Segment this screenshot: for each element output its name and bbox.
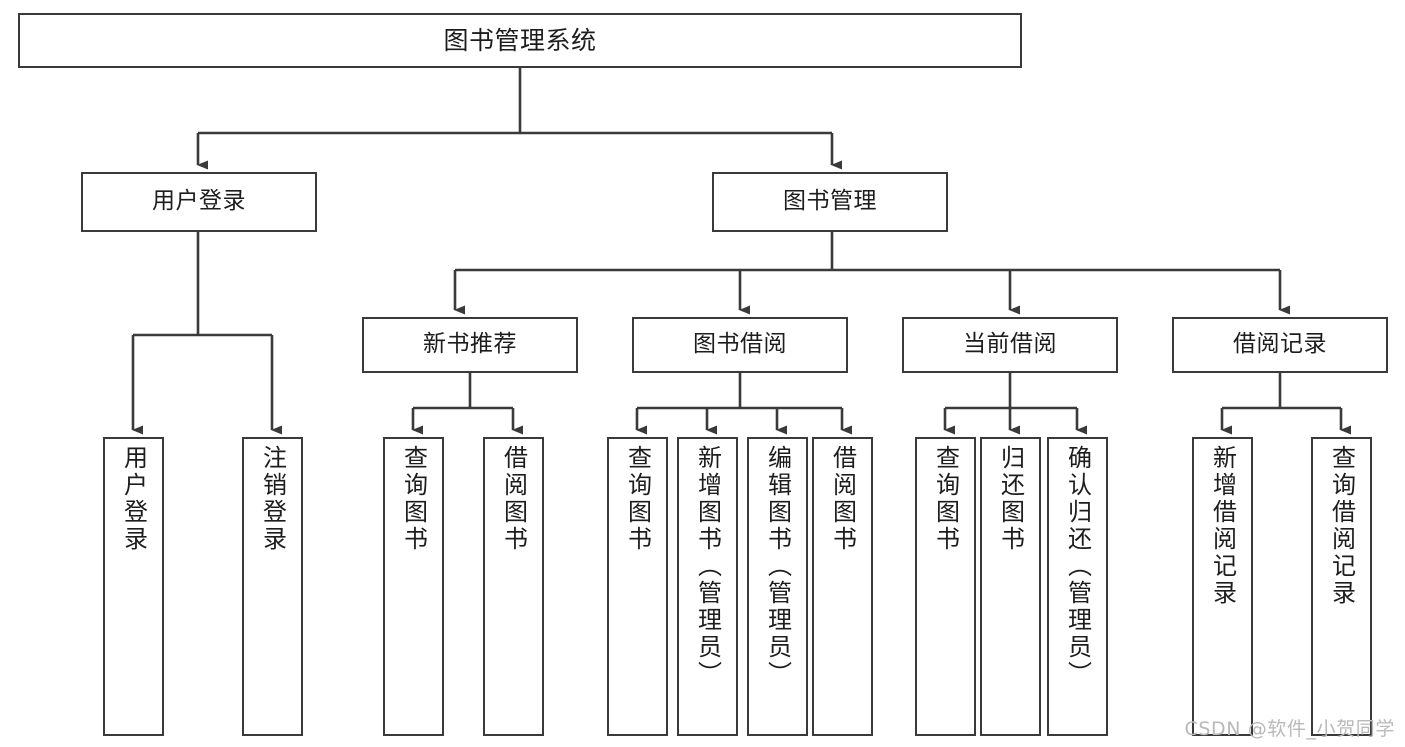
- leaf-query-book-current[interactable]: 查询图书: [915, 437, 976, 736]
- leaf-borrow-book[interactable]: 借阅图书: [812, 437, 873, 736]
- leaf-query-book-recommend[interactable]: 查询图书: [383, 437, 444, 736]
- node-label: 借阅图书: [828, 445, 857, 553]
- node-book-borrow[interactable]: 图书借阅: [632, 317, 848, 373]
- node-new-book-recommend[interactable]: 新书推荐: [362, 317, 578, 373]
- node-label: 新书推荐: [423, 331, 517, 358]
- node-label: 图书管理: [783, 188, 877, 215]
- node-label: 当前借阅: [963, 331, 1057, 358]
- node-borrow-record[interactable]: 借阅记录: [1172, 317, 1388, 373]
- node-label: 用户登录: [119, 445, 148, 553]
- leaf-borrow-book-recommend[interactable]: 借阅图书: [483, 437, 544, 736]
- node-current-borrow[interactable]: 当前借阅: [902, 317, 1118, 373]
- node-label: 查询借阅记录: [1327, 445, 1356, 607]
- node-user-login[interactable]: 用户登录: [81, 172, 317, 232]
- node-root-book-management-system[interactable]: 图书管理系统: [18, 13, 1022, 68]
- node-label: 图书管理系统: [443, 25, 597, 55]
- leaf-query-borrow-record[interactable]: 查询借阅记录: [1311, 437, 1372, 736]
- node-label: 借阅记录: [1233, 331, 1327, 358]
- node-label: 确认归还（管理员）: [1063, 445, 1092, 688]
- node-label: 新增图书（管理员）: [693, 445, 722, 688]
- node-label: 编辑图书（管理员）: [763, 445, 792, 688]
- node-label: 注销登录: [258, 445, 287, 553]
- node-label: 图书借阅: [693, 331, 787, 358]
- node-label: 查询图书: [623, 445, 652, 553]
- leaf-logout[interactable]: 注销登录: [242, 437, 303, 736]
- leaf-add-borrow-record[interactable]: 新增借阅记录: [1192, 437, 1253, 736]
- node-book-management[interactable]: 图书管理: [712, 172, 948, 232]
- node-label: 归还图书: [996, 445, 1025, 553]
- node-label: 查询图书: [931, 445, 960, 553]
- leaf-edit-book-admin[interactable]: 编辑图书（管理员）: [747, 437, 808, 736]
- leaf-return-book[interactable]: 归还图书: [980, 437, 1041, 736]
- node-label: 用户登录: [152, 188, 246, 215]
- node-label: 查询图书: [399, 445, 428, 553]
- leaf-query-book-borrow[interactable]: 查询图书: [607, 437, 668, 736]
- leaf-add-book-admin[interactable]: 新增图书（管理员）: [677, 437, 738, 736]
- node-label: 新增借阅记录: [1208, 445, 1237, 607]
- node-label: 借阅图书: [499, 445, 528, 553]
- leaf-confirm-return-admin[interactable]: 确认归还（管理员）: [1047, 437, 1108, 736]
- leaf-user-login[interactable]: 用户登录: [103, 437, 164, 736]
